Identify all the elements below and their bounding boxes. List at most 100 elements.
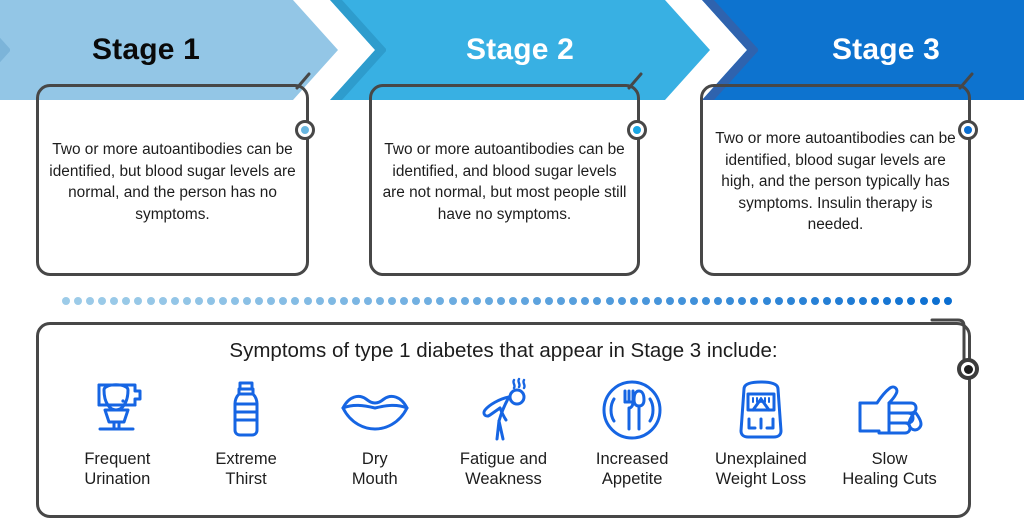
- divider-dot: [665, 297, 674, 305]
- card-stub-2: [627, 66, 650, 90]
- divider-dot: [255, 297, 264, 305]
- symptom-item-extreme-thirst: Extreme Thirst: [182, 377, 310, 489]
- divider-dot: [243, 297, 252, 305]
- divider-dot: [206, 297, 215, 305]
- divider-dot: [907, 297, 916, 305]
- symptom-item-increased-appetite: Increased Appetite: [568, 377, 696, 489]
- symptom-item-fatigue-and-weakness: Fatigue and Weakness: [439, 377, 567, 489]
- symptom-label: Extreme Thirst: [215, 450, 277, 488]
- divider-dot: [436, 297, 445, 305]
- divider-dot: [545, 297, 554, 305]
- stage-chevron-1: Stage 1: [0, 0, 338, 100]
- divider-dot: [569, 297, 578, 305]
- divider-dot: [327, 297, 336, 305]
- divider-dot: [714, 297, 723, 305]
- divider-dot: [726, 297, 735, 305]
- divider-dot: [883, 297, 892, 305]
- chevron-shadow-1: [0, 0, 10, 100]
- divider-dot: [98, 297, 107, 305]
- panel-stub: [930, 318, 970, 369]
- divider-dot: [520, 297, 529, 305]
- divider-dot: [581, 297, 590, 305]
- divider-dot: [508, 297, 517, 305]
- divider-dot: [291, 297, 300, 305]
- stage-marker-core-2: [633, 126, 641, 134]
- divider-dot: [400, 297, 409, 305]
- stage-card-text-1: Two or more autoantibodies can be identi…: [49, 141, 296, 223]
- divider-dot: [496, 297, 505, 305]
- symptom-item-dry-mouth: Dry Mouth: [311, 377, 439, 489]
- divider-dot: [194, 297, 203, 305]
- divider-dot: [170, 297, 179, 305]
- water-bottle-icon: [226, 377, 266, 443]
- divider-dot: [690, 297, 699, 305]
- divider-dot: [472, 297, 481, 305]
- stage-marker-core-3: [964, 126, 972, 134]
- divider-dot: [653, 297, 662, 305]
- symptom-label: Fatigue and Weakness: [459, 450, 548, 488]
- stage-chevron-label-2: Stage 2: [465, 33, 575, 66]
- stage-marker-dot-3: [958, 120, 978, 140]
- tired-person-icon: [473, 377, 533, 443]
- dotted-divider: [62, 295, 952, 307]
- divider-dot: [122, 297, 131, 305]
- symptom-label: Increased Appetite: [595, 450, 669, 488]
- divider-dot: [617, 297, 626, 305]
- weight-scale-icon: [733, 377, 789, 443]
- plate-cutlery-icon: [601, 377, 663, 443]
- stage-card-2: Two or more autoantibodies can be identi…: [369, 84, 640, 276]
- symptom-list: Frequent Urination Extreme Thirst: [53, 377, 954, 489]
- divider-dot: [810, 297, 819, 305]
- symptom-label: Dry Mouth: [351, 450, 398, 488]
- divider-dot: [835, 297, 843, 305]
- divider-dot: [750, 297, 759, 305]
- stage-marker-dot-1: [295, 120, 315, 140]
- stage-card-text-2: Two or more autoantibodies can be identi…: [382, 141, 627, 223]
- divider-dot: [86, 297, 95, 305]
- divider-dot: [871, 297, 880, 305]
- divider-dot: [315, 297, 324, 305]
- divider-dot: [388, 297, 397, 305]
- symptom-item-unexplained-weight-loss: Unexplained Weight Loss: [697, 377, 825, 489]
- stage-card-1: Two or more autoantibodies can be identi…: [36, 84, 309, 276]
- divider-dot: [412, 297, 421, 305]
- divider-dot: [557, 297, 566, 305]
- divider-dot: [738, 297, 747, 305]
- divider-dot: [593, 297, 602, 305]
- divider-dot: [533, 297, 542, 305]
- divider-dot: [448, 297, 457, 305]
- divider-dot: [641, 297, 650, 305]
- toilet-icon: [86, 377, 148, 443]
- divider-dot: [134, 297, 143, 305]
- stage-chevron-3: Stage 3: [702, 0, 1024, 100]
- symptom-label: Unexplained Weight Loss: [714, 450, 807, 488]
- divider-dot: [677, 297, 686, 305]
- symptoms-panel-title: Symptoms of type 1 diabetes that appear …: [229, 339, 778, 362]
- symptom-item-frequent-urination: Frequent Urination: [53, 377, 181, 489]
- symptom-item-slow-healing-cuts: Slow Healing Cuts: [826, 377, 954, 489]
- divider-dot: [267, 297, 276, 305]
- divider-dot: [351, 297, 360, 305]
- card-stub-3: [958, 66, 981, 90]
- divider-dot: [424, 297, 433, 305]
- divider-dot: [605, 297, 614, 305]
- stage-chevron-label-1: Stage 1: [91, 33, 201, 66]
- divider-dot: [786, 297, 795, 305]
- divider-dot: [219, 297, 228, 305]
- stage-chevron-band: Stage 1 Stage 2 Stage 3: [0, 0, 1024, 100]
- symptom-label: Slow Healing Cuts: [842, 450, 937, 488]
- divider-dot: [110, 297, 119, 305]
- divider-dot: [376, 297, 385, 305]
- divider-dot: [231, 297, 240, 305]
- divider-dot: [798, 297, 807, 305]
- stage-marker-dot-2: [627, 120, 647, 140]
- divider-dot: [919, 297, 928, 305]
- card-stub-1: [295, 66, 318, 90]
- symptoms-panel: Symptoms of type 1 diabetes that appear …: [36, 322, 971, 518]
- divider-dot: [460, 297, 469, 305]
- divider-dot: [762, 297, 771, 305]
- divider-dot: [859, 297, 868, 305]
- divider-dot: [62, 297, 70, 305]
- divider-dot: [303, 297, 312, 305]
